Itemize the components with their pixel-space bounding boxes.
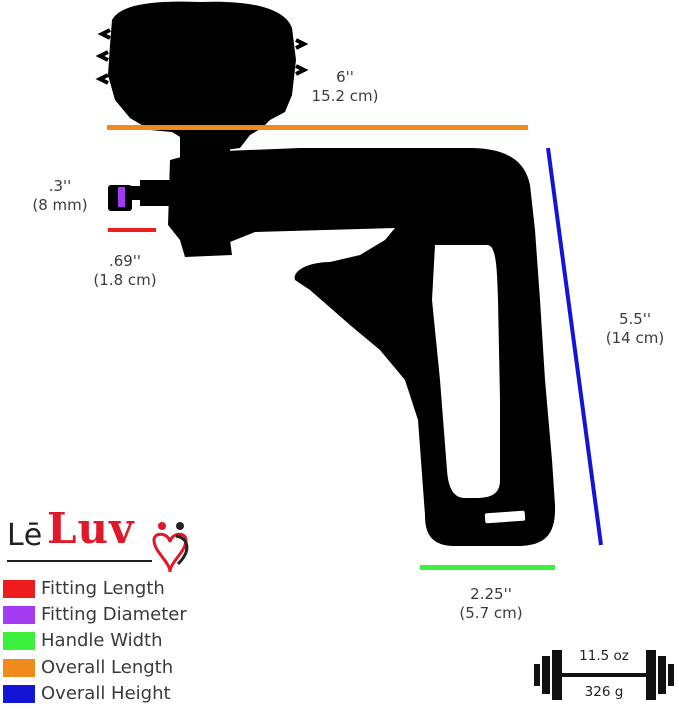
fitting-diameter-imperial: .3'' xyxy=(48,177,72,195)
legend-label: Fitting Length xyxy=(41,578,165,599)
dumbbell-icon xyxy=(534,650,674,700)
handle-width-label: 2.25'' (5.7 cm) xyxy=(446,585,536,623)
weight-imperial: 11.5 oz xyxy=(579,648,629,664)
fitting-diameter-marker xyxy=(118,187,125,207)
legend-swatch-orange xyxy=(3,659,35,677)
overall-height-label: 5.5'' (14 cm) xyxy=(590,310,679,348)
legend-item-handle-width: Handle Width xyxy=(3,630,223,651)
fitting-length-label: .69'' (1.8 cm) xyxy=(80,252,170,290)
overall-length-metric: 15.2 cm) xyxy=(311,87,379,105)
legend-swatch-green xyxy=(3,632,35,650)
logo-underline xyxy=(7,560,152,562)
overall-length-label: 6'' 15.2 cm) xyxy=(300,68,390,106)
handle-width-metric: (5.7 cm) xyxy=(459,604,523,622)
fitting-length-metric: (1.8 cm) xyxy=(93,271,157,289)
weight-indicator: 11.5 oz 326 g xyxy=(530,640,678,706)
logo-text-luv: Luv xyxy=(47,504,135,553)
legend-swatch-red xyxy=(3,580,35,598)
overall-height-metric: (14 cm) xyxy=(605,329,665,347)
overall-length-imperial: 6'' xyxy=(336,68,354,86)
legend-swatch-blue xyxy=(3,685,35,703)
overall-length-line xyxy=(107,125,528,130)
legend-item-overall-height: Overall Height xyxy=(3,683,223,704)
legend-item-overall-length: Overall Length xyxy=(3,657,223,678)
legend-label: Overall Length xyxy=(41,657,174,678)
fitting-diameter-metric: (8 mm) xyxy=(32,196,88,214)
legend-label: Overall Height xyxy=(41,683,171,704)
legend-label: Fitting Diameter xyxy=(41,604,187,625)
legend-item-fitting-length: Fitting Length xyxy=(3,578,223,599)
fitting-length-imperial: .69'' xyxy=(108,252,142,270)
legend-label: Handle Width xyxy=(41,630,163,651)
overall-height-imperial: 5.5'' xyxy=(618,310,652,328)
handle-width-imperial: 2.25'' xyxy=(470,585,512,603)
legend-item-fitting-diameter: Fitting Diameter xyxy=(3,604,223,625)
handle-width-line xyxy=(420,565,555,570)
fitting-length-bar xyxy=(108,228,156,232)
logo-text-le: Lē xyxy=(7,518,43,553)
heart-figures-icon xyxy=(152,522,189,573)
cylinder-silhouette xyxy=(108,1,296,150)
leluv-logo: Lē Luv xyxy=(3,500,203,580)
overall-height-line xyxy=(546,147,603,546)
weight-metric: 326 g xyxy=(584,684,624,700)
fitting-diameter-label: .3'' (8 mm) xyxy=(15,177,105,215)
legend-swatch-purple xyxy=(3,606,35,624)
